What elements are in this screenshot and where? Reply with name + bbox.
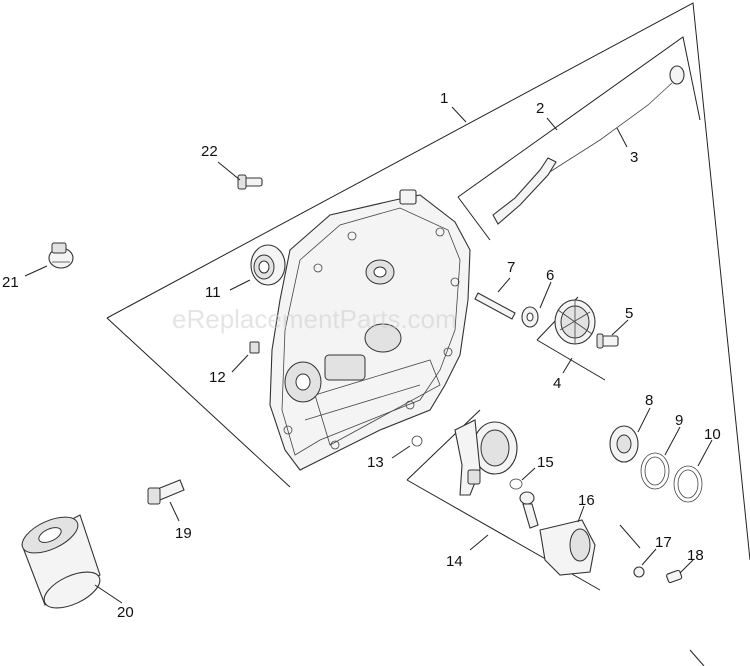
- callout-13: 13: [367, 454, 384, 471]
- watermark-text: eReplacementParts.com: [172, 304, 457, 334]
- kit-outline-1: [106, 2, 750, 666]
- callout-11: 11: [205, 284, 221, 301]
- gasket-part-9: [640, 452, 670, 490]
- callout-4: 4: [553, 375, 561, 392]
- callout-16: 16: [578, 492, 595, 509]
- dowel-part-12: [249, 341, 260, 354]
- shaft-part-7: [474, 292, 516, 320]
- callout-20: 20: [117, 604, 134, 621]
- callout-15: 15: [537, 454, 554, 471]
- callout-1: 1: [440, 90, 448, 107]
- callout-9: 9: [675, 412, 683, 429]
- callout-14: 14: [446, 553, 463, 570]
- leader-lines: [24, 106, 713, 604]
- o-ring-part-13: [411, 435, 423, 447]
- seal-part-8: [609, 425, 639, 463]
- kit-outline-2: [457, 36, 701, 241]
- gear-part-4: [554, 299, 596, 345]
- callout-19: 19: [175, 525, 192, 542]
- callout-10: 10: [704, 426, 721, 443]
- oil-pump-part-14: [454, 419, 518, 496]
- callout-8: 8: [645, 392, 653, 409]
- closure-plate-housing: [269, 189, 471, 471]
- callout-17: 17: [655, 534, 672, 551]
- o-ring-part-15: [509, 478, 523, 490]
- callout-6: 6: [546, 267, 554, 284]
- callout-12: 12: [209, 369, 226, 386]
- callout-3: 3: [630, 149, 638, 166]
- oil-seal-part-11: [250, 244, 286, 286]
- breather-part-21: [48, 242, 74, 269]
- gasket-part-10: [673, 465, 703, 503]
- callout-5: 5: [625, 305, 633, 322]
- dipstick-part-3: [492, 65, 685, 225]
- adapter-part-19: [147, 479, 185, 505]
- callout-2: 2: [536, 100, 544, 117]
- screw-part-5: [596, 333, 619, 349]
- pickup-part-16: [519, 491, 596, 576]
- callout-21: 21: [2, 274, 19, 291]
- callout-7: 7: [507, 259, 515, 276]
- bolt-part-22: [237, 174, 263, 190]
- oil-filter-part-20: [21, 514, 101, 609]
- washer-part-6: [521, 306, 539, 328]
- callout-18: 18: [687, 547, 704, 564]
- screw-part-18: [666, 569, 683, 584]
- washer-part-17: [633, 566, 645, 578]
- callout-22: 22: [201, 143, 218, 160]
